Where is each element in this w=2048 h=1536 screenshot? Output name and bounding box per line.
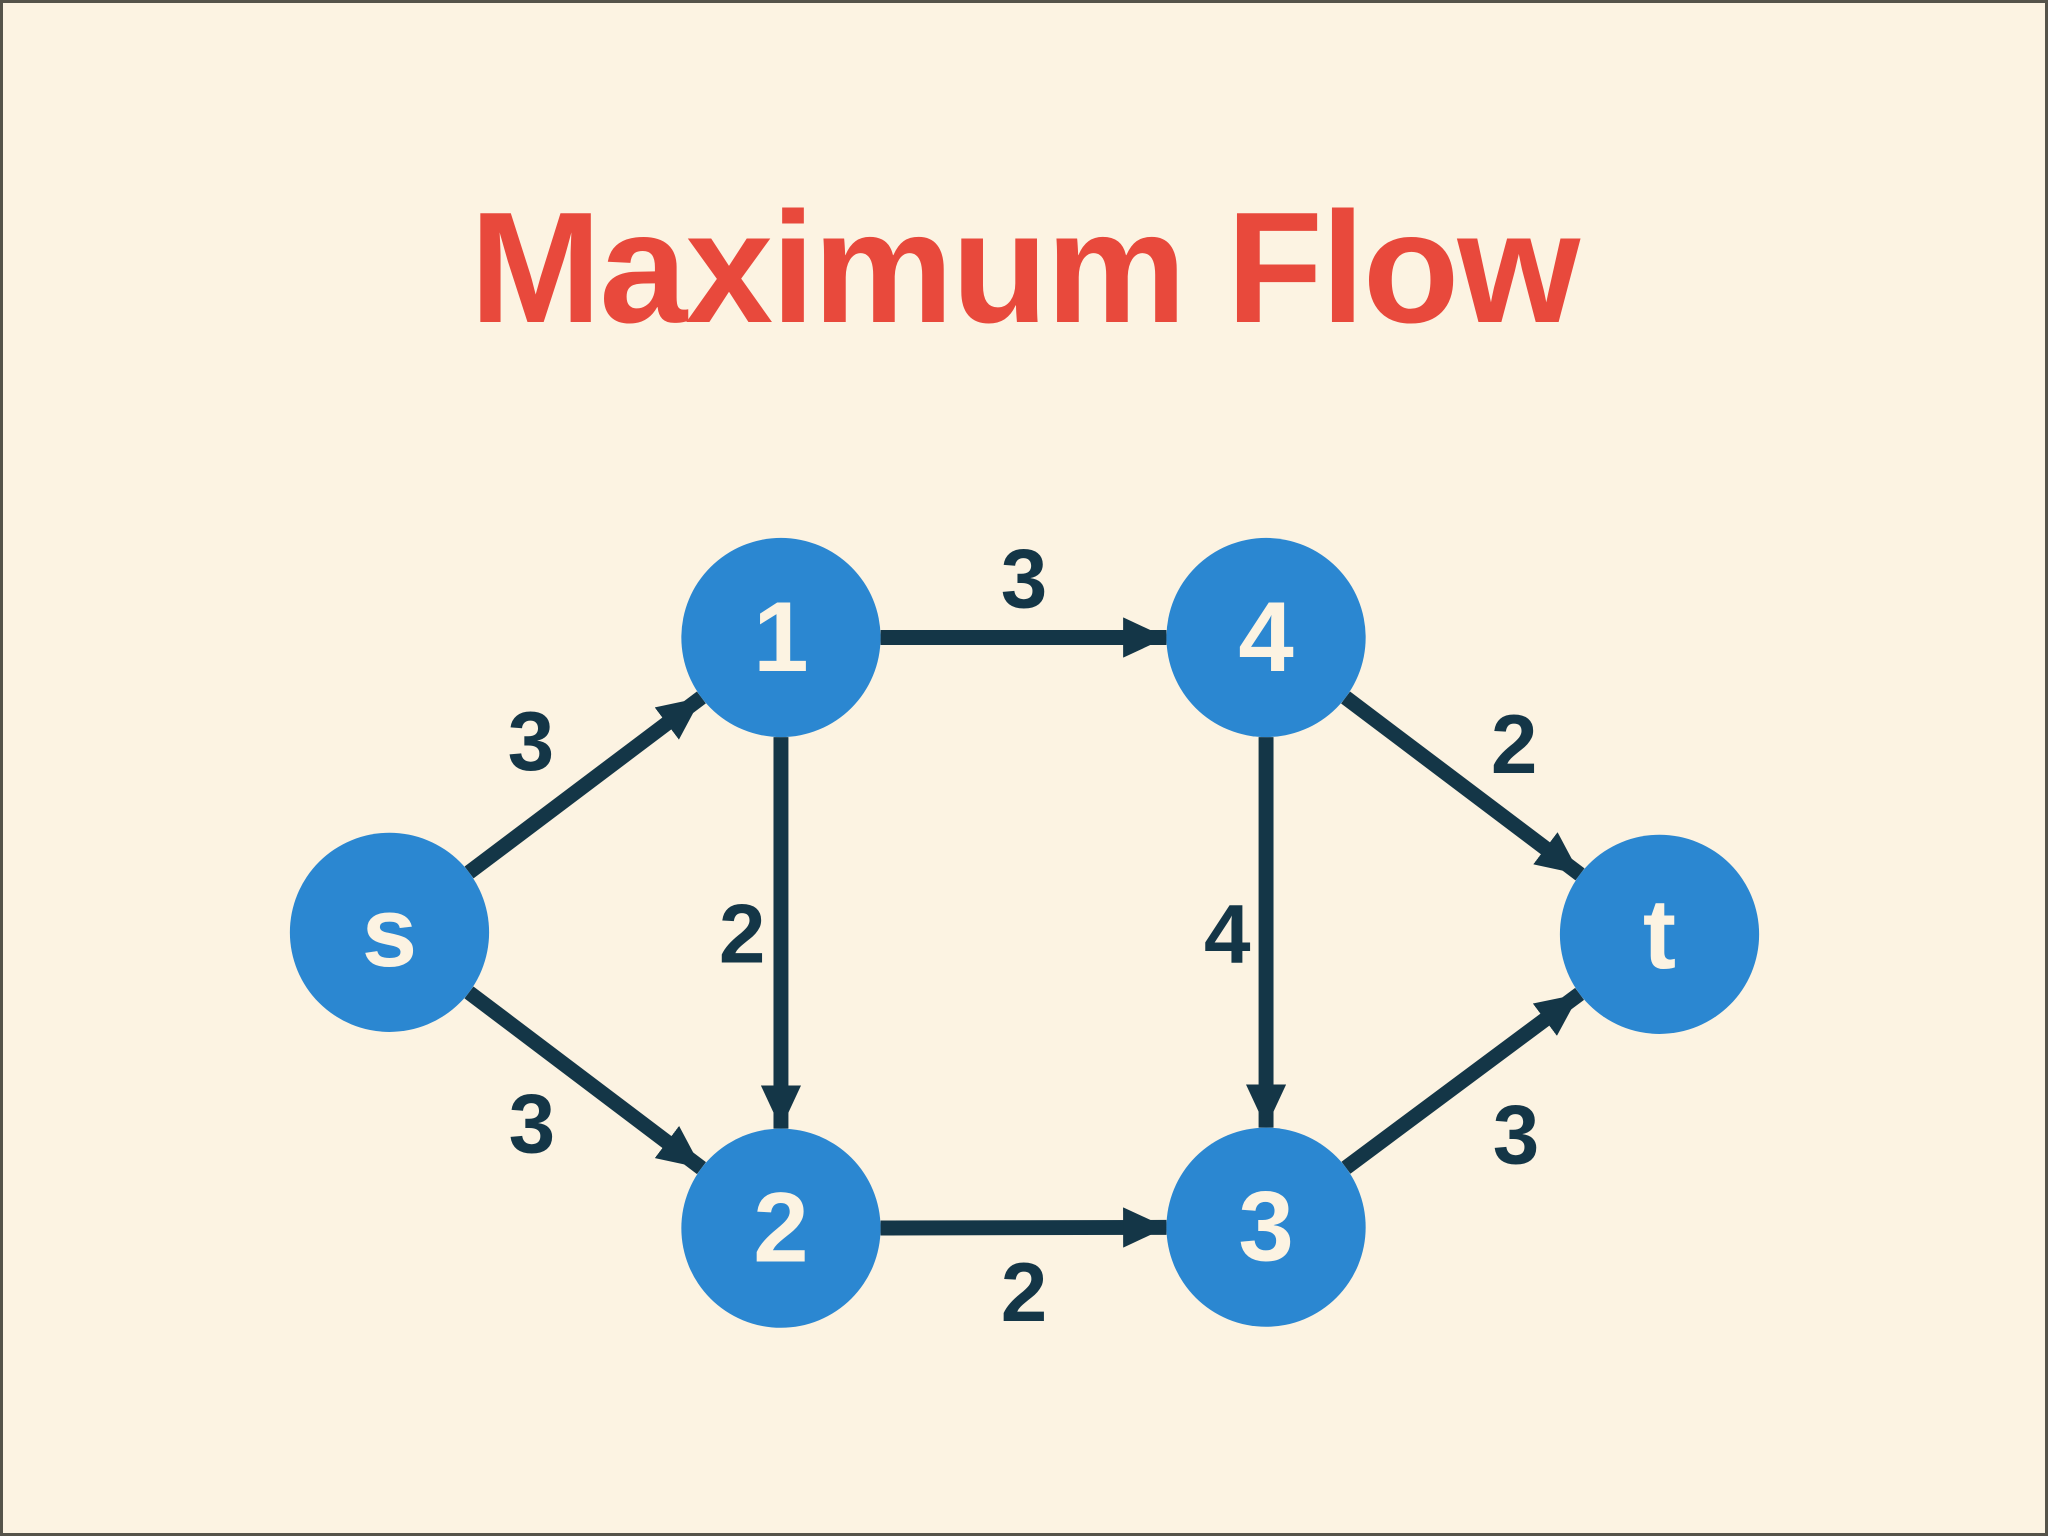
- edge-capacity-label-4-t: 2: [1491, 697, 1538, 791]
- edge-s-2: [464, 986, 706, 1175]
- nodes-layer: s 1 2 4 3 t: [289, 537, 1760, 1328]
- edges-layer: [464, 617, 1585, 1248]
- edge-capacity-label-1-2: 2: [719, 886, 766, 980]
- node-label-3: 3: [1238, 1172, 1293, 1283]
- node-1: [681, 537, 881, 738]
- node-label-1: 1: [753, 582, 808, 693]
- edge-capacity-label-3-t: 3: [1493, 1088, 1540, 1182]
- flow-graph: 3 3 3 2 2 4 2 3 s 1 2 4 3 t: [289, 532, 1760, 1339]
- node-label-t: t: [1643, 879, 1676, 990]
- edge-capacity-label-1-4: 3: [1001, 532, 1048, 626]
- edge-capacity-label-s-1: 3: [508, 694, 555, 788]
- edge-labels-layer: 3 3 3 2 2 4 2 3: [508, 532, 1540, 1339]
- edge-capacity-label-4-3: 4: [1204, 886, 1251, 980]
- node-label-s: s: [362, 877, 417, 988]
- node-t: [1559, 834, 1760, 1034]
- edge-capacity-label-2-3: 2: [1001, 1245, 1048, 1339]
- edge-3-t: [1341, 987, 1585, 1174]
- node-2: [681, 1128, 881, 1328]
- edge-s-1: [464, 691, 706, 879]
- node-label-2: 2: [753, 1173, 808, 1284]
- node-s: [289, 832, 490, 1032]
- node-3: [1166, 1127, 1366, 1327]
- edge-4-t: [1341, 691, 1585, 881]
- node-4: [1166, 537, 1366, 738]
- edge-2-3: [880, 1207, 1167, 1248]
- page-title: Maximum Flow: [469, 180, 1580, 356]
- edge-capacity-label-s-2: 3: [509, 1077, 556, 1171]
- node-label-4: 4: [1238, 582, 1293, 693]
